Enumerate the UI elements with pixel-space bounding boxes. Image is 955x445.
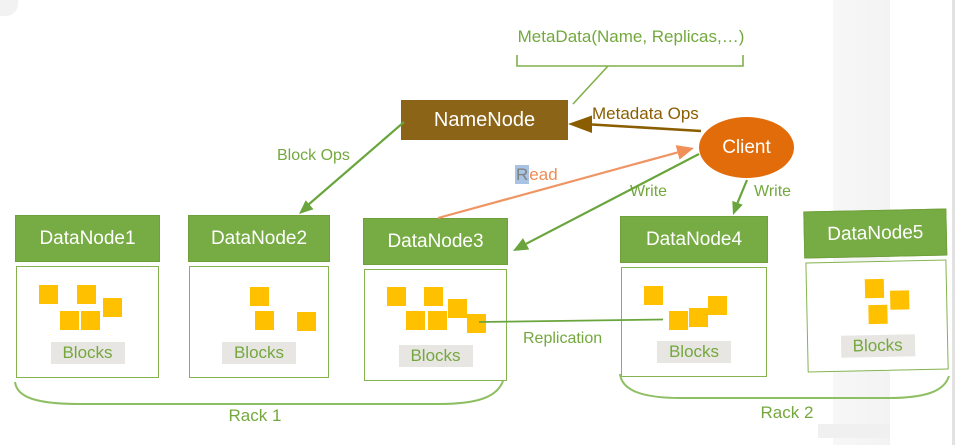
block-icon bbox=[669, 311, 688, 330]
block-icon bbox=[708, 296, 727, 315]
blocks-chip: Blocks bbox=[398, 345, 473, 367]
blocks-chip: Blocks bbox=[840, 334, 915, 358]
datanode4-header: DataNode4 bbox=[620, 216, 768, 263]
metadata-label: MetaData(Name, Replicas,…) bbox=[517, 27, 745, 46]
block-icon bbox=[467, 314, 486, 333]
write-label-left: Write bbox=[630, 183, 668, 200]
blocks-chip: Blocks bbox=[50, 342, 125, 364]
datanode5-body: Blocks bbox=[805, 259, 949, 373]
block-icon bbox=[644, 286, 663, 305]
block-ops-arrowhead bbox=[299, 200, 314, 214]
datanode1-box: DataNode1 Blocks bbox=[15, 215, 160, 378]
block-icon bbox=[255, 311, 274, 330]
datanode5-box: DataNode5 Blocks bbox=[803, 208, 949, 373]
block-icon bbox=[868, 304, 888, 325]
bottom-smudge bbox=[818, 424, 890, 438]
datanode2-body: Blocks bbox=[189, 266, 329, 378]
datanode3-body: Blocks bbox=[364, 269, 507, 381]
block-icon bbox=[864, 278, 885, 299]
metadata-ops-label: Metadata Ops bbox=[592, 104, 699, 123]
slide-edge bbox=[952, 0, 955, 445]
read-arrowhead bbox=[675, 145, 694, 160]
metadata-ops-arrow-line bbox=[591, 123, 702, 133]
block-ops-label: Block Ops bbox=[277, 147, 350, 164]
datanode4-box: DataNode4 Blocks bbox=[620, 216, 768, 377]
rack1-label: Rack 1 bbox=[228, 406, 282, 425]
block-icon bbox=[387, 287, 406, 306]
read-label: Read bbox=[515, 165, 558, 185]
block-icon bbox=[448, 299, 467, 318]
read-label-rest: ead bbox=[529, 165, 558, 184]
rack1-brace bbox=[14, 380, 504, 405]
corner-smudge bbox=[0, 0, 18, 16]
block-icon bbox=[77, 285, 96, 304]
datanode1-body: Blocks bbox=[16, 266, 159, 378]
rack2-brace bbox=[619, 373, 950, 399]
datanode2-header: DataNode2 bbox=[188, 215, 330, 262]
metadata-bracket bbox=[516, 55, 744, 67]
replication-label: Replication bbox=[523, 330, 603, 347]
block-icon bbox=[60, 311, 79, 330]
blocks-chip: Blocks bbox=[656, 341, 732, 363]
block-icon bbox=[297, 312, 316, 331]
write-arrowhead-left bbox=[513, 238, 530, 251]
datanode2-box: DataNode2 Blocks bbox=[188, 215, 330, 378]
metadata-ops-arrowhead bbox=[568, 115, 592, 133]
rack2-label: Rack 2 bbox=[760, 403, 814, 422]
namenode-box: NameNode bbox=[401, 100, 568, 140]
write-label-right: Write bbox=[754, 183, 792, 200]
block-icon bbox=[424, 287, 443, 306]
block-icon bbox=[689, 308, 708, 327]
client-ellipse: Client bbox=[699, 117, 794, 178]
read-label-highlighted-r: R bbox=[515, 165, 530, 184]
write-arrowhead-right bbox=[732, 200, 743, 215]
block-icon bbox=[103, 298, 122, 317]
datanode3-header: DataNode3 bbox=[363, 218, 508, 265]
block-icon bbox=[39, 285, 58, 304]
block-icon bbox=[250, 287, 269, 306]
block-icon bbox=[890, 290, 910, 310]
datanode1-header: DataNode1 bbox=[15, 215, 160, 262]
block-icon bbox=[406, 311, 425, 330]
write-arrow-right-line bbox=[736, 179, 749, 204]
datanode5-header: DataNode5 bbox=[803, 208, 948, 259]
block-icon bbox=[428, 311, 447, 330]
blocks-chip: Blocks bbox=[221, 342, 297, 364]
block-icon bbox=[81, 311, 100, 330]
datanode4-body: Blocks bbox=[621, 267, 767, 377]
metadata-bracket-pointer bbox=[572, 65, 609, 105]
datanode3-box: DataNode3 Blocks bbox=[363, 218, 508, 381]
